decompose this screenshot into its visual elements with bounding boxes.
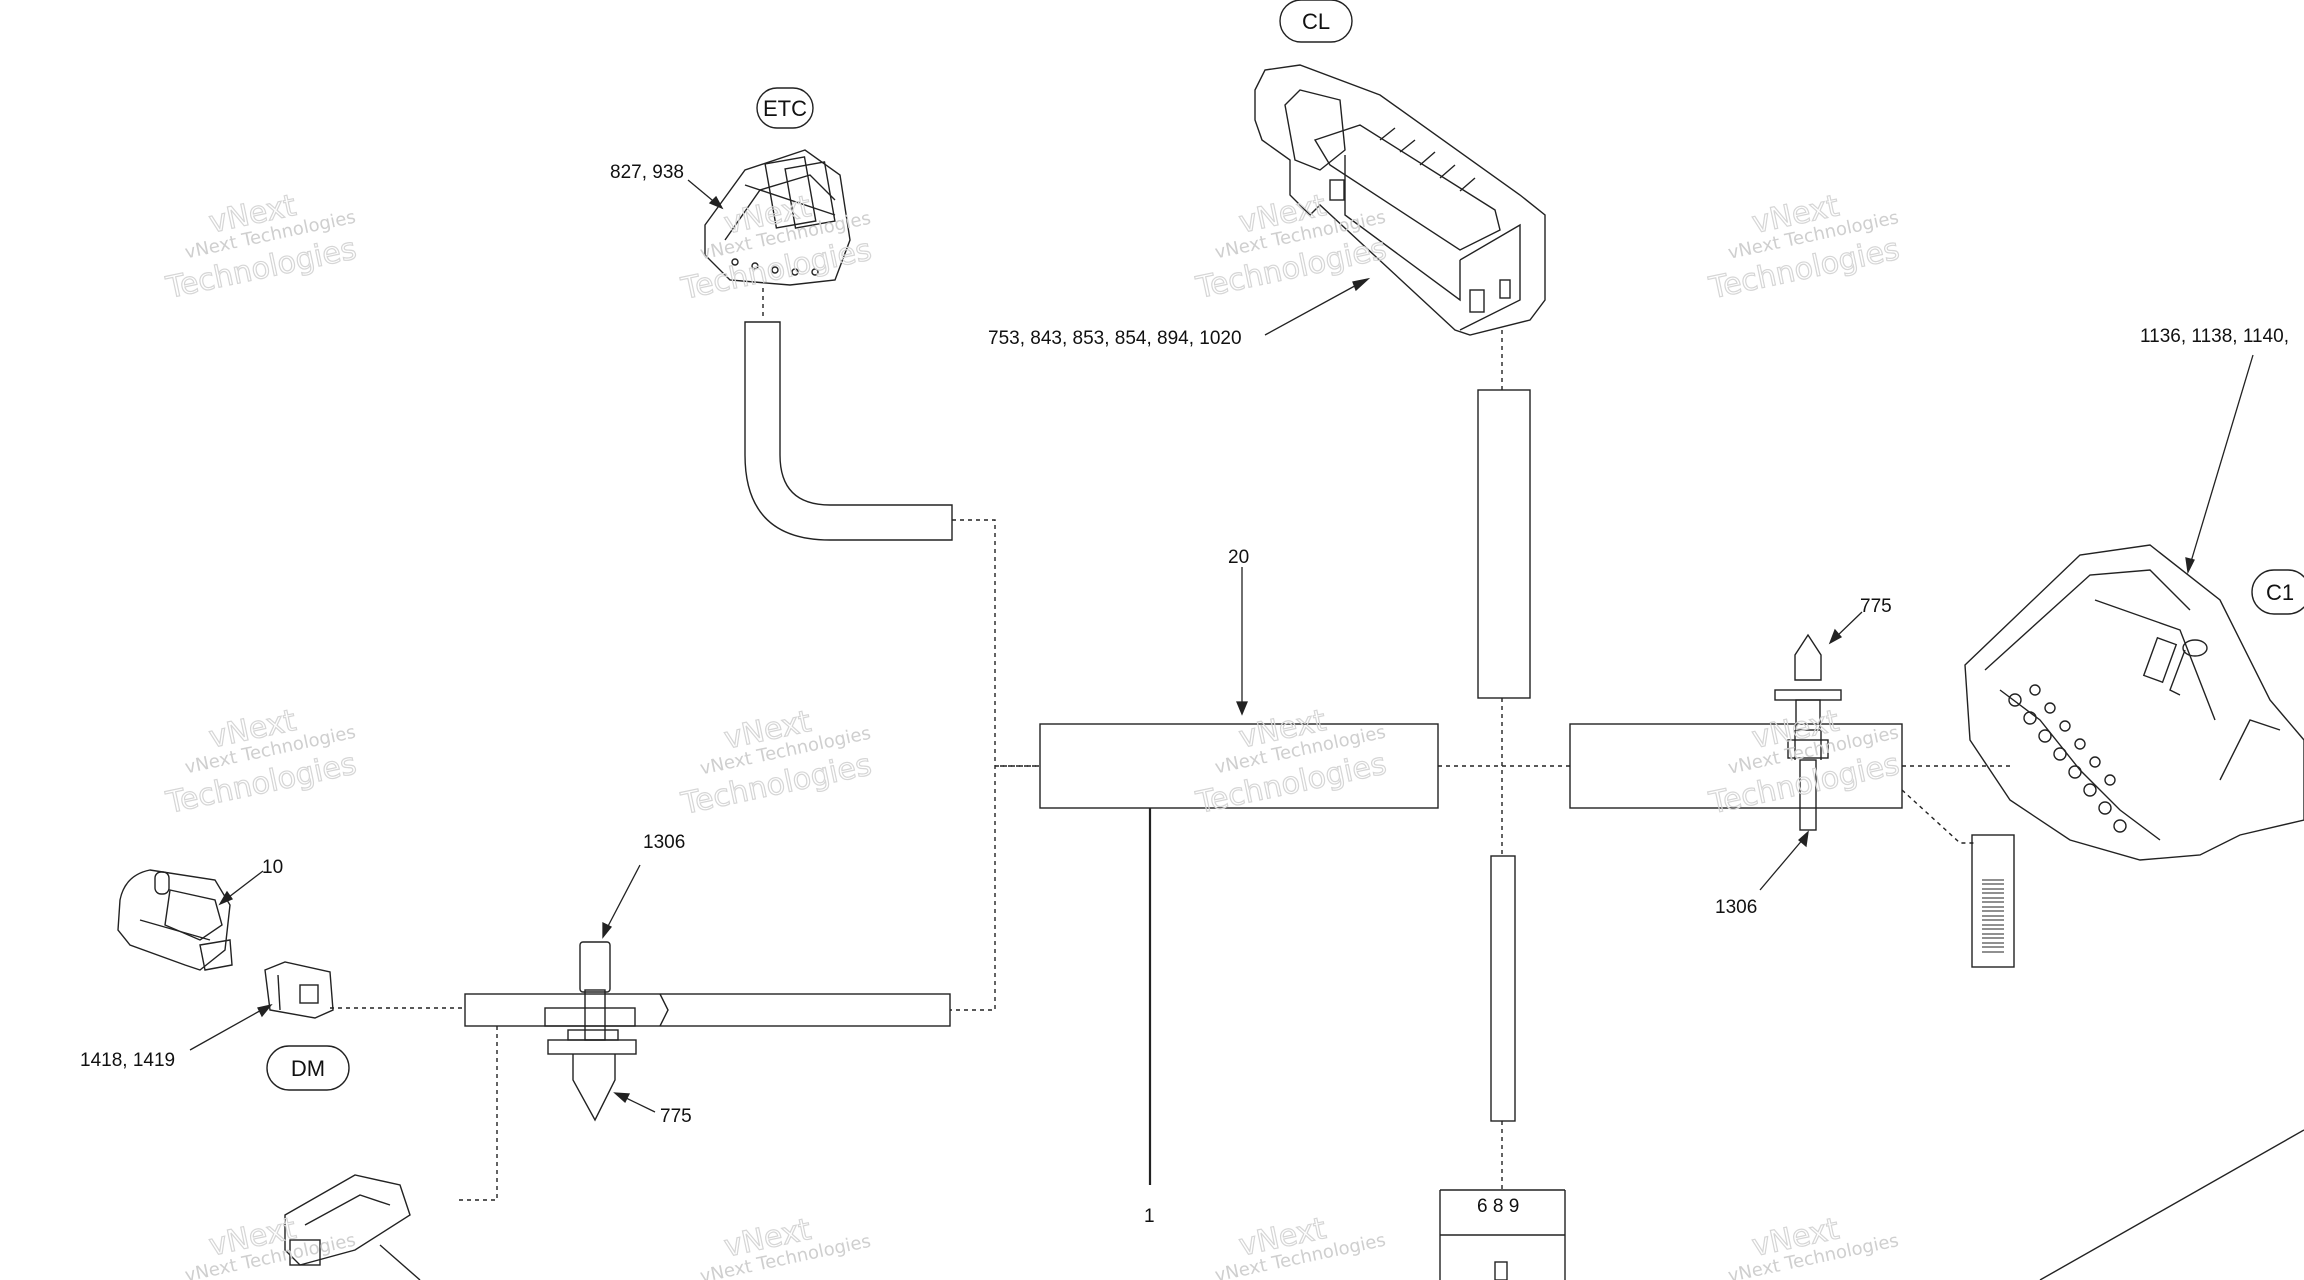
cl-tag: CL [1302, 9, 1330, 34]
harness-label: 1 [1144, 1206, 1155, 1227]
left-harness-box [464, 993, 951, 1027]
left-clip-bottom-label: 775 [660, 1106, 692, 1127]
c1-part-label: 1136, 1138, 1140, [2140, 326, 2289, 347]
bottom-left-connector [284, 1174, 411, 1266]
sensor-10 [117, 869, 233, 971]
left-clip [544, 941, 637, 1122]
c1-tag-bubble [2251, 569, 2304, 615]
right-clip [1774, 633, 1842, 831]
right-clip-bottom-label: 1306 [1715, 897, 1757, 918]
bottom-connector [1439, 1189, 1566, 1280]
dm-tag-bubble [266, 1045, 350, 1091]
etc-connector [704, 149, 851, 286]
etc-tag: ETC [763, 96, 807, 121]
sensor-label: 10 [262, 857, 283, 878]
etc-cable [744, 321, 953, 541]
cl-part-label: 753, 843, 853, 854, 894, 1020 [988, 328, 1242, 349]
lower-sleeve [1490, 855, 1516, 1122]
left-clip-top-label: 1306 [643, 832, 685, 853]
etc-tag-bubble [756, 87, 814, 129]
dm-plug [264, 961, 334, 1019]
cl-connector [1254, 64, 1546, 336]
right-clip-top-label: 775 [1860, 596, 1892, 617]
cl-tag-bubble [1279, 0, 1353, 43]
c1-tag: C1 [2266, 580, 2294, 605]
dm-part-label: 1418, 1419 [80, 1050, 175, 1071]
barcode-tag [1971, 834, 2015, 968]
dm-tag: DM [291, 1056, 325, 1081]
etc-part-label: 827, 938 [610, 162, 684, 183]
cl-sleeve [1477, 389, 1531, 699]
bottom-connector-label: 6 8 9 [1477, 1196, 1519, 1217]
center-part-label: 20 [1228, 547, 1249, 568]
c1-connector [1964, 544, 2304, 861]
